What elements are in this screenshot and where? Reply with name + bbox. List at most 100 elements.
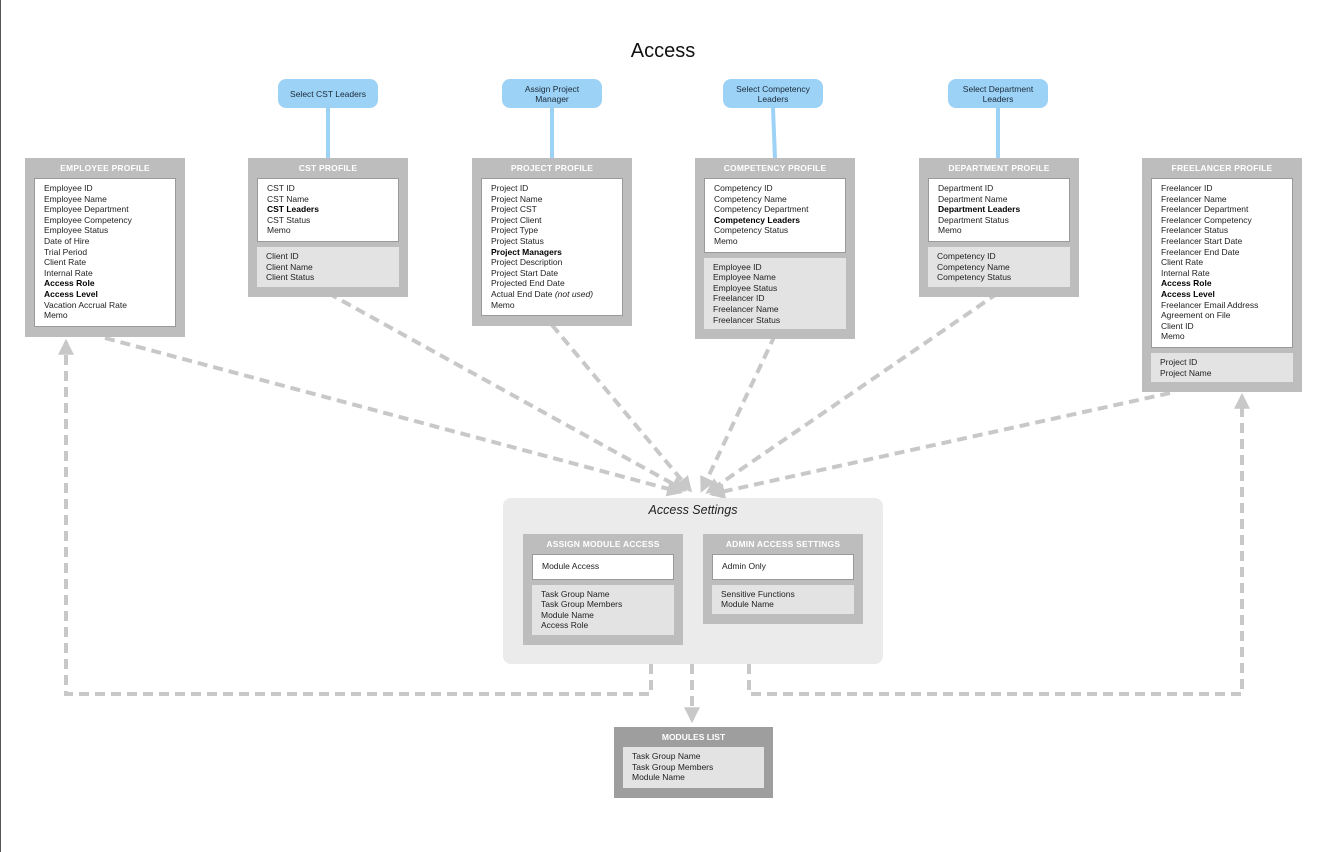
access-settings-title: Access Settings [648, 503, 738, 517]
field: Employee Status [713, 282, 778, 293]
field: Freelancer Competency [1161, 214, 1252, 225]
field: Freelancer ID [1161, 183, 1213, 193]
field: Freelancer Department [1161, 204, 1249, 215]
field: Module Access [542, 561, 600, 571]
field: Module Name [632, 772, 685, 783]
field-bold: CST Leaders [267, 204, 319, 215]
field: Competency Department [714, 204, 809, 215]
field: Department Status [938, 214, 1009, 225]
field: Freelancer End Date [1161, 246, 1240, 257]
field: Client Name [266, 261, 313, 272]
field: Memo [714, 235, 738, 246]
field: Project ID [1160, 356, 1198, 367]
field: Freelancer Status [713, 314, 781, 325]
related-field-list: Employee ID Employee Name Employee Statu… [704, 257, 846, 330]
field: Memo [491, 299, 515, 310]
cst-profile-card: CST PROFILE CST ID CST Name CST Leaders … [248, 158, 408, 297]
card-header: ADMIN ACCESS SETTINGS [725, 539, 841, 549]
field: Internal Rate [1161, 267, 1210, 278]
field-bold: Access Level [44, 288, 98, 299]
related-field-list: Client ID Client Name Client Status [257, 246, 399, 287]
related-field-list: Task Group Name Task Group Members Modul… [623, 747, 764, 788]
connector-department-to-settings [705, 291, 1000, 494]
field: Client Rate [44, 257, 87, 268]
assign-module-access-card: ASSIGN MODULE ACCESS Module Access Task … [523, 534, 683, 645]
page-title: Access [630, 40, 696, 62]
field: Task Group Name [632, 751, 701, 761]
field-bold: Access Level [1161, 288, 1215, 299]
card-header: MODULES LIST [661, 732, 726, 742]
card-header: DEPARTMENT PROFILE [948, 163, 1050, 173]
field-list: Competency ID Competency Name Competency… [704, 178, 846, 253]
field: Freelancer Name [713, 303, 779, 314]
card-header: FREELANCER PROFILE [1171, 163, 1273, 173]
field: Competency Status [937, 272, 1012, 283]
modules-list-card: MODULES LIST Task Group Name Task Group … [614, 727, 773, 798]
field: Employee Department [44, 204, 129, 215]
field: Actual End Date (not used) [491, 288, 594, 299]
field-bold: Access Role [1161, 278, 1212, 289]
field: Competency ID [714, 183, 773, 193]
field: Client ID [1161, 320, 1194, 331]
field: Task Group Members [632, 761, 714, 772]
field: Project Start Date [491, 267, 559, 278]
field: Sensitive Functions [721, 588, 795, 599]
related-field-list: Task Group Name Task Group Members Modul… [532, 584, 674, 635]
field: Access Role [541, 620, 589, 631]
department-profile-card: DEPARTMENT PROFILE Department ID Departm… [919, 158, 1079, 297]
field: Employee Competency [44, 214, 132, 225]
field-list: Admin Only [712, 554, 854, 580]
field: Project ID [491, 183, 529, 193]
page-left-border [0, 0, 1, 852]
connector-cst-to-settings [327, 291, 687, 492]
field: Admin Only [722, 561, 766, 571]
field: Agreement on File [1161, 310, 1231, 321]
field: Employee Name [713, 272, 776, 283]
freelancer-profile-card: FREELANCER PROFILE Freelancer ID Freelan… [1142, 158, 1302, 393]
field: Employee Status [44, 225, 109, 236]
field: Project Status [491, 235, 544, 246]
connector-freelancer-to-settings [708, 391, 1171, 500]
field: CST ID [267, 183, 295, 193]
field: Competency ID [937, 250, 996, 261]
field: Freelancer ID [713, 293, 765, 304]
field: Projected End Date [491, 278, 565, 289]
select-cst-leaders-pill[interactable]: Select CST Leaders [278, 79, 378, 108]
related-field-list: Competency ID Competency Name Competency… [928, 246, 1070, 287]
field-list: CST ID CST Name CST Leaders CST Status M… [257, 178, 399, 242]
select-department-leaders-pill[interactable]: Select Department Leaders [948, 79, 1048, 108]
field: Internal Rate [44, 267, 93, 278]
admin-access-settings-card: ADMIN ACCESS SETTINGS Admin Only Sensiti… [703, 534, 863, 624]
field: CST Name [267, 193, 309, 204]
connector-project-to-settings [550, 323, 693, 493]
field: Memo [267, 225, 291, 236]
field-list: Department ID Department Name Department… [928, 178, 1070, 242]
field: Memo [44, 310, 68, 321]
field: Employee ID [713, 261, 762, 272]
field: Task Group Name [541, 588, 610, 599]
related-field-list: Project ID Project Name [1151, 352, 1293, 383]
field: Department Name [938, 193, 1008, 204]
field-bold: Competency Leaders [714, 214, 800, 225]
link-competency-leaders [771, 107, 777, 159]
field-list: Employee ID Employee Name Employee Depar… [34, 178, 176, 327]
field: Trial Period [44, 246, 88, 257]
competency-profile-card: COMPETENCY PROFILE Competency ID Compete… [695, 158, 855, 340]
assign-project-manager-pill[interactable]: Assign Project Manager [502, 79, 602, 108]
related-field-list: Sensitive Functions Module Name [712, 584, 854, 614]
field: Project Client [491, 214, 542, 225]
field: Employee Name [44, 193, 107, 204]
access-settings-group: Access Settings ASSIGN MODULE ACCESS Mod… [503, 498, 883, 664]
field-bold: Project Managers [491, 246, 562, 257]
field: Freelancer Start Date [1161, 235, 1243, 246]
field: Freelancer Name [1161, 193, 1227, 204]
field: Competency Name [714, 193, 787, 204]
connector-employee-to-settings [104, 336, 684, 497]
field: Memo [938, 225, 962, 236]
field: Project Name [491, 193, 543, 204]
select-competency-leaders-pill[interactable]: Select Competency Leaders [723, 79, 823, 108]
card-header: PROJECT PROFILE [510, 163, 594, 173]
field: Freelancer Status [1161, 225, 1229, 236]
field: Project CST [491, 204, 537, 215]
field-bold: Access Role [44, 278, 95, 289]
